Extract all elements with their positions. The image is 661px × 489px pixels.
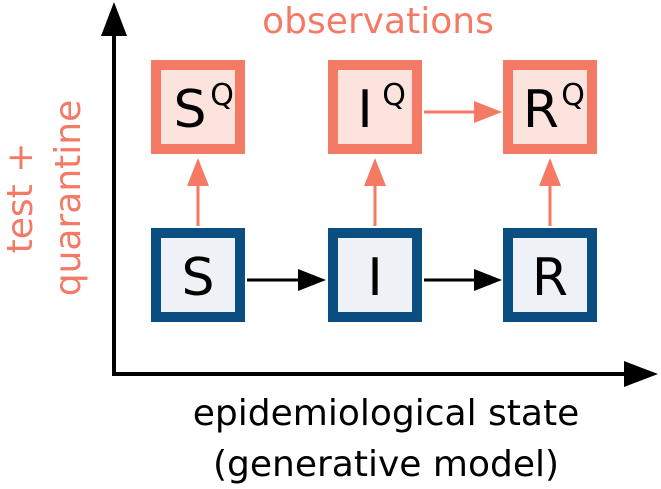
axes: [101, 2, 658, 387]
x-label-line2: (generative model): [213, 444, 559, 485]
observed-iq-base: I: [357, 80, 372, 140]
observed-rq-base: R: [523, 80, 559, 140]
observed-rq-sup: Q: [561, 78, 585, 113]
observations-label: observations: [262, 1, 494, 42]
arrow-i-to-iq: [364, 158, 386, 226]
y-axis-label: test + quarantine: [0, 100, 89, 297]
arrow-i-to-r: [424, 269, 502, 291]
observed-box-sq: S Q: [151, 60, 245, 154]
arrow-s-to-i: [247, 269, 326, 291]
y-label-line2: quarantine: [48, 100, 89, 297]
y-axis-arrowhead: [101, 2, 127, 36]
state-box-i: I: [328, 228, 422, 322]
observed-box-rq: R Q: [503, 60, 597, 154]
observed-sq-base: S: [173, 80, 206, 140]
state-r-label: R: [532, 248, 568, 308]
observed-iq-sup: Q: [382, 78, 406, 113]
state-s-label: S: [181, 248, 214, 308]
arrow-iq-to-rq: [424, 101, 502, 123]
state-i-label: I: [367, 248, 382, 308]
x-axis-arrowhead: [624, 361, 658, 387]
observed-sq-sup: Q: [210, 78, 234, 113]
y-label-line1: test +: [0, 143, 41, 254]
arrow-r-to-rq: [539, 158, 561, 226]
state-box-r: R: [503, 228, 597, 322]
x-label-line1: epidemiological state: [193, 393, 579, 434]
arrow-s-to-sq: [187, 158, 209, 226]
state-box-s: S: [151, 228, 245, 322]
observed-box-iq: I Q: [328, 60, 422, 154]
